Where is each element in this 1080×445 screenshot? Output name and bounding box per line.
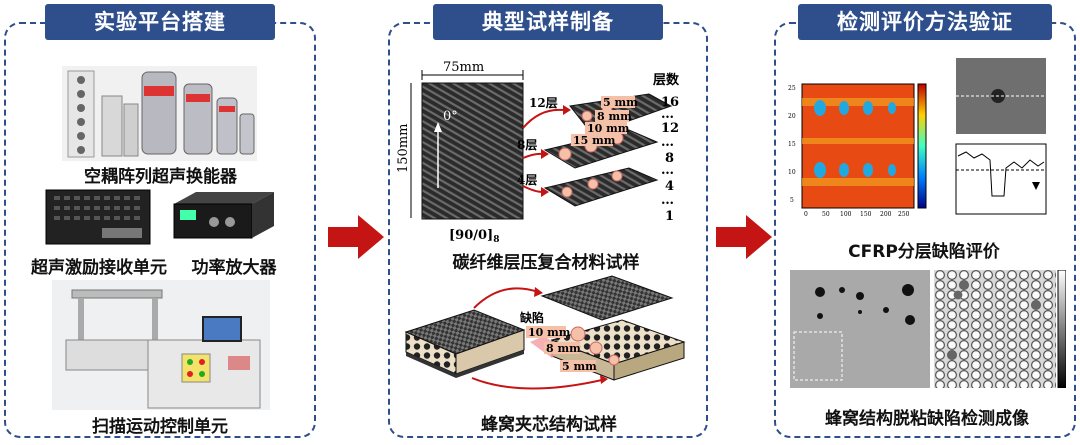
- honeycomb-defect-label: 缺陷: [520, 310, 544, 325]
- specimen-title: 典型试样制备: [433, 4, 663, 40]
- svg-text:250: 250: [898, 211, 910, 218]
- ply-label-4: 4层: [517, 173, 537, 187]
- layer-dots-4: …: [661, 193, 674, 208]
- layer-dots-1: …: [661, 107, 674, 122]
- transducer-image: [62, 66, 257, 161]
- cfrp-caption: 碳纤维层压复合材料试样: [452, 253, 640, 273]
- ply-sheet-4: [543, 167, 659, 207]
- layer-number-16: 16: [661, 95, 679, 110]
- cfrp-angle-label: 0°: [443, 109, 458, 124]
- svg-text:100: 100: [840, 211, 852, 218]
- defect-size-8: 8 mm: [597, 110, 632, 123]
- cfrp-eval-caption: CFRP分层缺陷评价: [848, 242, 1000, 262]
- svg-text:20: 20: [788, 113, 796, 120]
- svg-text:5: 5: [790, 197, 794, 204]
- layer-number-4: 4: [665, 179, 674, 194]
- cfrp-height-label: 150mm: [396, 124, 411, 173]
- layer-dots-2: …: [661, 135, 674, 150]
- cfrp-layup-label: [90/0]8: [449, 228, 499, 245]
- cfrp-cscan-image: 25 20 15 10 5 0 50 100 150 200 250: [788, 83, 927, 218]
- defect-size-5: 5 mm: [603, 96, 638, 109]
- svg-text:15: 15: [788, 141, 796, 148]
- honeycomb-specimen-diagram: 缺陷 10 mm 8 mm 5 mm: [404, 275, 686, 390]
- honeycomb-imaging-image: [790, 270, 1066, 388]
- ply-label-8: 8层: [517, 138, 537, 152]
- flow-arrow-2: [716, 215, 772, 259]
- layer-header: 层数: [653, 72, 680, 88]
- svg-text:150: 150: [860, 211, 872, 218]
- cfrp-specimen-diagram: 75mm 150mm 0° [90/0]8 12层 8层 4层 5 mm 8 m…: [396, 60, 680, 245]
- amplifier-label: 功率放大器: [191, 258, 277, 278]
- svg-text:25: 25: [788, 85, 796, 92]
- scanner-image: [52, 280, 270, 410]
- layer-number-1: 1: [665, 209, 674, 224]
- transducer-label: 空耦阵列超声换能器: [84, 167, 237, 187]
- flow-arrow-1: [328, 215, 384, 259]
- cfrp-width-label: 75mm: [443, 60, 484, 75]
- cfrp-bscan-image: [955, 58, 1047, 215]
- svg-text:50: 50: [822, 211, 830, 218]
- honeycomb-caption: 蜂窝夹芯结构试样: [481, 415, 617, 435]
- svg-text:10: 10: [788, 169, 796, 176]
- ply-label-12: 12层: [529, 96, 558, 110]
- honeycomb-eval-caption: 蜂窝结构脱粘缺陷检测成像: [825, 409, 1029, 429]
- honeycomb-size-5: 5 mm: [562, 360, 597, 373]
- defect-size-15: 15 mm: [573, 134, 616, 147]
- honeycomb-size-8: 8 mm: [546, 342, 581, 355]
- platform-title: 实验平台搭建: [45, 4, 275, 40]
- layer-number-8: 8: [665, 151, 674, 166]
- honeycomb-size-10: 10 mm: [528, 326, 571, 339]
- pulser-label: 超声激励接收单元: [31, 258, 167, 278]
- evaluation-title: 检测评价方法验证: [798, 4, 1052, 40]
- scanner-label: 扫描运动控制单元: [92, 417, 228, 437]
- layer-number-12: 12: [661, 121, 679, 136]
- layer-dots-3: …: [661, 163, 674, 178]
- amplifier-image: [173, 192, 274, 239]
- pulser-image: [45, 189, 151, 245]
- svg-text:200: 200: [880, 211, 892, 218]
- defect-size-10: 10 mm: [587, 122, 630, 135]
- svg-text:0: 0: [804, 211, 808, 218]
